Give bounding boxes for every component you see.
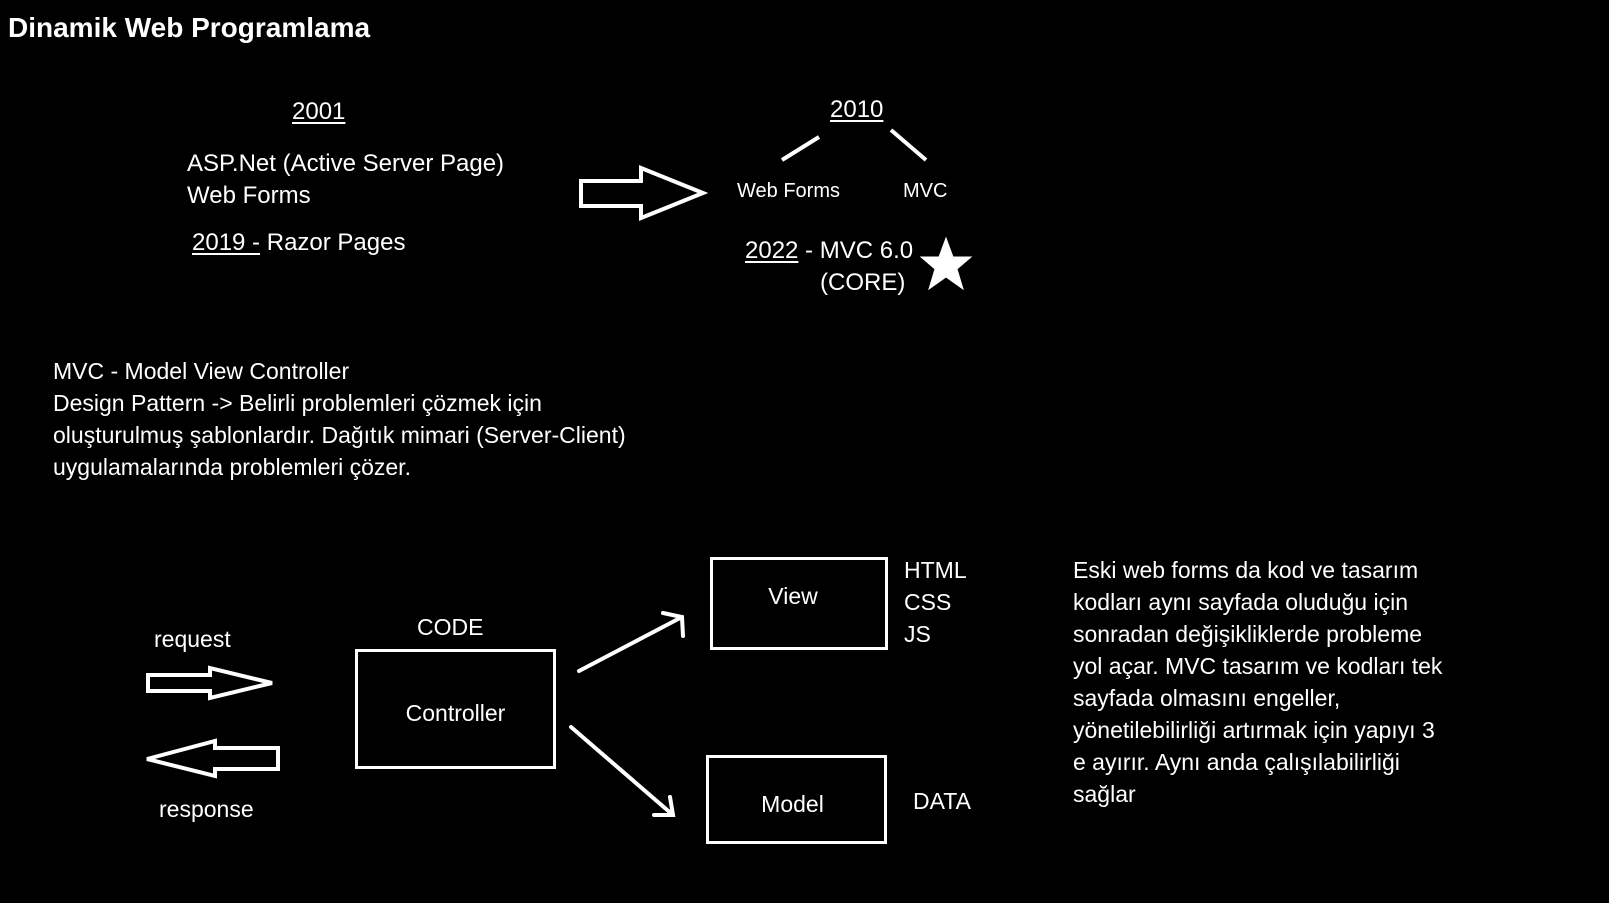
note-line: kodları aynı sayfada oluduğu için — [1073, 589, 1408, 615]
branch-line-left — [780, 135, 821, 162]
response-label: response — [159, 796, 254, 822]
note-line: sağlar — [1073, 781, 1136, 807]
data-label: DATA — [913, 788, 971, 814]
note-line: yönetilebilirliği artırmak için yapıyı 3 — [1073, 717, 1435, 743]
note-line: yol açar. MVC tasarım ve kodları tek — [1073, 653, 1443, 679]
note-line: sonradan değişikliklerde probleme — [1073, 621, 1423, 647]
description-line: oluşturulmuş şablonlardır. Dağıtık mimar… — [53, 422, 626, 448]
note-line: e ayırır. Aynı anda çalışılabilirliği — [1073, 749, 1400, 775]
request-arrow-icon — [146, 665, 273, 701]
year-2010: 2010 — [830, 96, 884, 123]
branch-line-right — [889, 128, 928, 162]
tech-html: HTML — [904, 557, 967, 583]
description-line: MVC - Model View Controller — [53, 358, 350, 384]
branch-webforms: Web Forms — [737, 180, 840, 202]
response-arrow-icon — [146, 738, 280, 779]
razor-line: 2019 - Razor Pages — [192, 229, 405, 257]
branch-mvc: MVC — [903, 180, 948, 202]
tech-js: JS — [904, 621, 931, 647]
controller-to-model-arrow-icon — [569, 725, 676, 817]
description-line: Design Pattern -> Belirli problemleri çö… — [53, 390, 542, 416]
controller-box: Controller — [355, 649, 556, 769]
view-box: View — [710, 557, 888, 650]
controller-to-view-arrow-icon — [577, 611, 685, 673]
page-title: Dinamik Web Programlama — [8, 12, 371, 43]
year-2001: 2001 — [292, 98, 346, 125]
mvc6-line: 2022 - MVC 6.0 — [745, 237, 913, 265]
core-label: (CORE) — [820, 269, 906, 296]
note-line: sayfada olmasını engeller, — [1073, 685, 1341, 711]
webforms-label: Web Forms — [187, 182, 311, 209]
model-box: Model — [706, 755, 887, 844]
note-line: Eski web forms da kod ve tasarım — [1073, 557, 1419, 583]
mvc-description: MVC - Model View Controller Design Patte… — [53, 355, 626, 483]
request-label: request — [154, 626, 231, 652]
razor-label: Razor Pages — [260, 229, 406, 256]
year-2022: 2022 — [745, 237, 799, 264]
aspnet-label: ASP.Net (Active Server Page) — [187, 150, 505, 177]
code-label: CODE — [417, 614, 484, 640]
controller-label: Controller — [405, 700, 506, 726]
view-tech-list: HTML CSS JS — [904, 554, 967, 650]
mvc6-label: - MVC 6.0 — [798, 237, 914, 264]
tech-css: CSS — [904, 589, 952, 615]
star-icon — [919, 236, 973, 291]
timeline-arrow-icon — [579, 165, 709, 221]
year-2019: 2019 - — [192, 229, 261, 256]
description-line: uygulamalarında problemleri çözer. — [53, 454, 411, 480]
view-label: View — [768, 583, 818, 609]
model-label: Model — [761, 791, 824, 817]
note-paragraph: Eski web forms da kod ve tasarım kodları… — [1073, 554, 1442, 810]
